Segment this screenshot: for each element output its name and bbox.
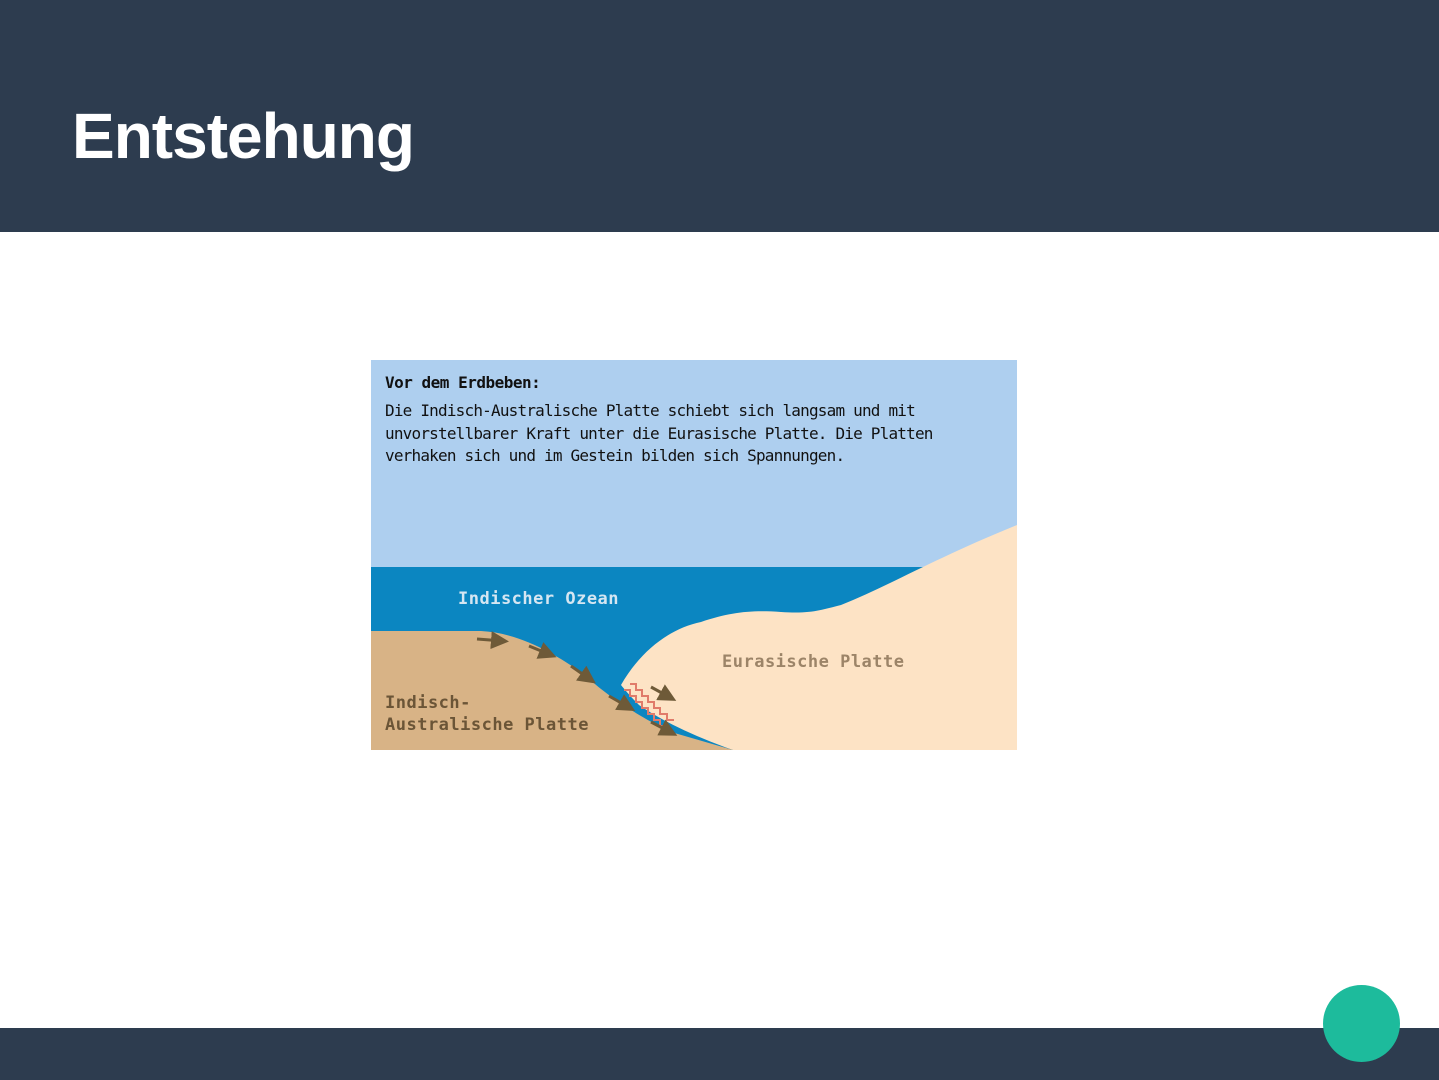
arrow-1 (476, 631, 509, 650)
arrow-5 (650, 684, 677, 701)
header-bar: Entstehung (0, 0, 1439, 232)
indo-australian-plate-label: Indisch- Australische Platte (385, 693, 589, 735)
eurasian-plate-shape (621, 525, 1017, 750)
ocean-label: Indischer Ozean (458, 589, 620, 609)
slide-title: Entstehung (72, 100, 415, 172)
subduction-arrows (476, 631, 678, 736)
footer-bar (0, 1028, 1439, 1080)
arrow-4 (608, 694, 636, 711)
earthquake-diagram: Vor dem Erdbeben: Die Indisch-Australisc… (371, 360, 1017, 750)
accent-circle (1323, 985, 1400, 1062)
caption-text: Die Indisch-Australische Platte schiebt … (385, 401, 933, 465)
diagram-graphic (371, 360, 1017, 750)
arrow-6 (650, 719, 678, 736)
eurasian-plate-label: Eurasische Platte (722, 652, 905, 672)
indo-australian-plate-shape (371, 631, 733, 750)
caption-heading: Vor dem Erdbeben: (385, 373, 541, 392)
stress-zone-outline (630, 683, 674, 721)
arrow-3 (570, 664, 596, 684)
arrow-2 (528, 642, 557, 659)
